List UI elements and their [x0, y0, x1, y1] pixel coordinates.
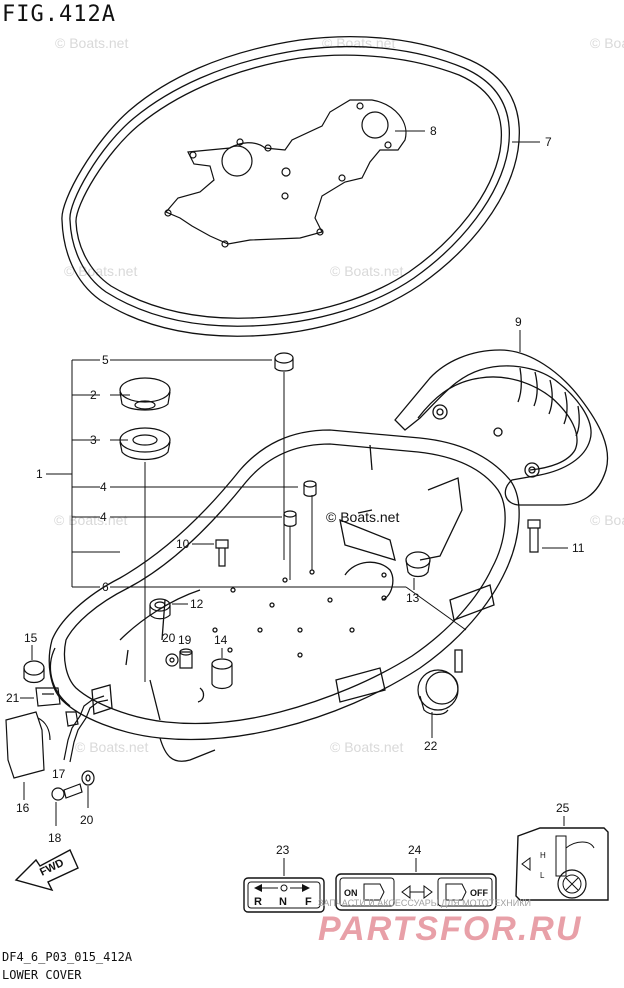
- callout-15: 15: [24, 631, 38, 645]
- callout-25: 25: [556, 801, 570, 815]
- callout-20: 20: [162, 631, 176, 645]
- watermark: © Boats.net: [64, 263, 137, 279]
- choke-label-part-24: ON OFF: [335, 873, 497, 911]
- gear-r-label: R: [254, 896, 262, 908]
- lever-part-17: [63, 695, 109, 763]
- forward-arrow-icon: FWD: [14, 849, 79, 892]
- callout-11: 11: [572, 541, 585, 555]
- grommet-part-22: [417, 669, 459, 716]
- callout-23: 23: [276, 843, 290, 857]
- partsfor-logo: PARTSFOR.RU: [318, 910, 582, 948]
- callout-16: 16: [16, 801, 30, 815]
- callout-10: 10: [176, 537, 190, 551]
- callout-19: 19: [178, 633, 192, 647]
- partsfor-tagline: ЗАПЧАСТИ И АКСЕССУАРЫ ДЛЯ МОТОТЕХНИКИ: [318, 898, 531, 908]
- seal-ring-part-7: [61, 35, 520, 337]
- callout-4: 4: [100, 480, 107, 494]
- callout-3: 3: [90, 433, 97, 447]
- plate-part-16: [5, 711, 51, 779]
- oil-label-part-25: H L: [515, 827, 609, 901]
- callout-4: 4: [100, 510, 107, 524]
- boats-watermarks: © Boats.net © Boats.net © Boats.net © Bo…: [54, 35, 624, 755]
- watermark: © Boats.net: [590, 512, 624, 528]
- plug-part-15: [23, 660, 45, 684]
- callout-14: 14: [214, 633, 228, 647]
- gasket-part-8: [164, 99, 407, 248]
- cylinder-part-14: [211, 658, 233, 690]
- callout-20: 20: [80, 813, 94, 827]
- bushing-part-13: [405, 551, 431, 578]
- oil-h-label: H: [540, 851, 546, 860]
- watermark: © Boats.net: [330, 263, 403, 279]
- bolt-part-11: [527, 519, 541, 553]
- watermark: © Boats.net: [75, 739, 148, 755]
- figure-title: FIG.412A: [2, 2, 116, 27]
- callout-13: 13: [406, 591, 420, 605]
- callout-24: 24: [408, 843, 422, 857]
- callout-9: 9: [515, 315, 522, 329]
- washer-part-20: [165, 653, 179, 667]
- callout-12: 12: [190, 597, 204, 611]
- watermark: © Boats.net: [54, 512, 127, 528]
- callout-bracket: [46, 359, 467, 682]
- grommet-part-12: [149, 598, 171, 620]
- plug-part-5: [274, 352, 294, 372]
- plug-part-4: [283, 480, 317, 527]
- bolt-part-10: [215, 539, 229, 567]
- watermark: © Boats.net: [330, 739, 403, 755]
- callout-5: 5: [102, 353, 109, 367]
- callout-21: 21: [6, 691, 20, 705]
- callout-6: 6: [102, 580, 109, 594]
- gear-n-label: N: [279, 896, 287, 908]
- watermark: © Boats.net: [590, 35, 624, 51]
- grommet-part-3: [119, 427, 171, 461]
- callout-22: 22: [424, 739, 438, 753]
- lower-cover-part-1: [48, 429, 520, 762]
- callout-7: 7: [545, 135, 552, 149]
- partsfor-watermark: ЗАПЧАСТИ И АКСЕССУАРЫ ДЛЯ МОТОТЕХНИКИ PA…: [318, 898, 582, 948]
- screw-part-18: [51, 783, 83, 801]
- choke-off-label: OFF: [470, 888, 488, 898]
- washer-part-20: [81, 770, 95, 786]
- figure-code: DF4_6_P03_015_412A: [2, 950, 133, 964]
- watermark: © Boats.net: [55, 35, 128, 51]
- callout-8: 8: [430, 124, 437, 138]
- clip-part-21: [35, 687, 61, 707]
- choke-on-label: ON: [344, 888, 358, 898]
- gear-f-label: F: [305, 896, 312, 908]
- nut-part-19: [179, 648, 193, 669]
- gear-label-part-23: R N F: [243, 877, 325, 913]
- callout-1: 1: [36, 467, 43, 481]
- oil-l-label: L: [540, 871, 545, 880]
- figure-caption: LOWER COVER: [2, 968, 82, 982]
- handle-part-9: [394, 349, 609, 506]
- grommet-part-2: [119, 377, 171, 411]
- callout-18: 18: [48, 831, 62, 845]
- callout-17: 17: [52, 767, 66, 781]
- watermark-center: © Boats.net: [326, 509, 399, 525]
- callout-2: 2: [90, 388, 97, 402]
